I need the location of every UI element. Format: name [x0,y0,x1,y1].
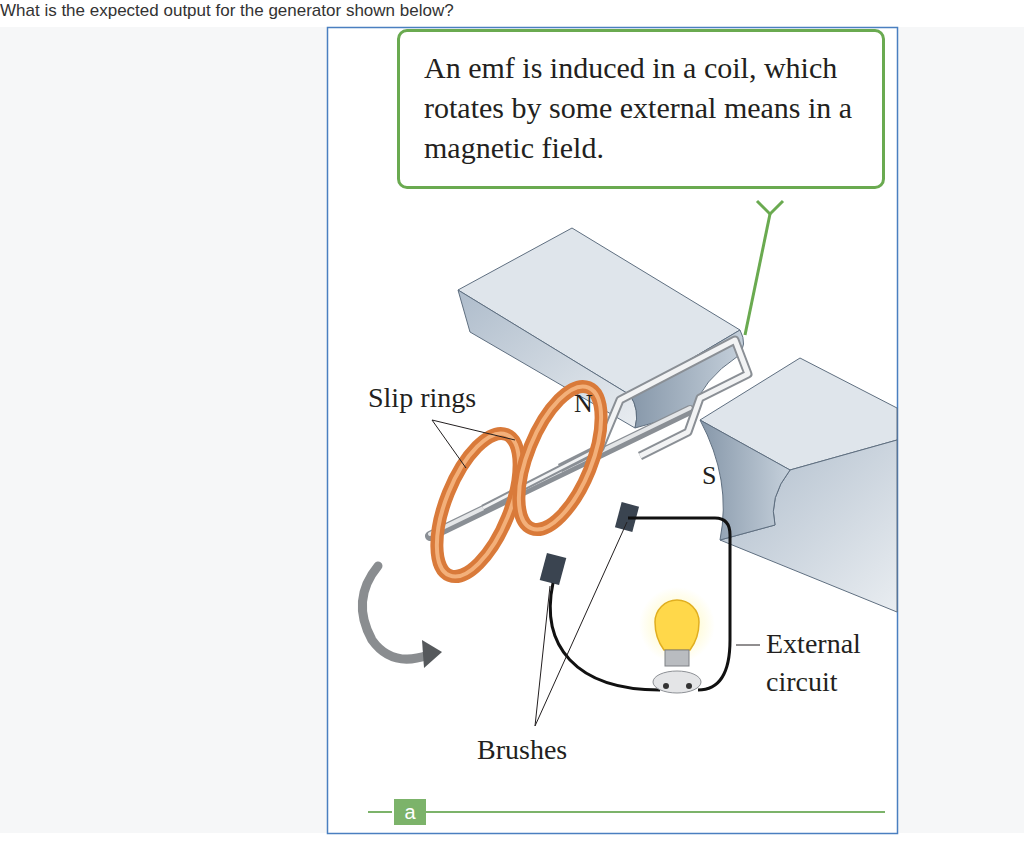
figure-rule [368,811,392,813]
side-panel [0,27,327,833]
lamp-bulb [655,600,699,650]
wire [628,518,730,690]
node-text: a [394,799,426,825]
lamp-neck [665,650,689,666]
part-label: Brushes [477,731,567,769]
figure-badge: a [394,799,426,825]
callout-box: An emf is induced in a coil, which rotat… [397,29,885,189]
lamp-terminal [686,683,692,689]
part-label: External circuit [766,625,898,701]
callout-tail [757,201,783,214]
slip-ring [502,376,618,541]
pole-label: N [574,386,593,421]
part-label: Slip rings [368,379,476,417]
leader-line [535,586,550,726]
lamp-terminal [663,683,669,689]
question-text: What is the expected output for the gene… [0,1,454,21]
rotation-arrowhead [422,640,442,668]
figure-frame [328,28,898,834]
leader-line [736,645,760,646]
lamp-base [653,671,701,693]
leader-line [535,522,627,726]
south-pole-face [700,420,790,540]
rotation-arrow [362,566,428,659]
coil [560,340,748,468]
slip-ring [502,376,618,541]
figure-rule [420,811,885,813]
side-panel [897,27,1024,833]
node-text: An emf is induced in a coil, which rotat… [424,48,868,168]
leader-line [432,420,515,440]
leader-line [745,214,770,335]
coil [560,340,748,468]
pole-label: S [702,458,716,493]
brush [540,553,567,585]
